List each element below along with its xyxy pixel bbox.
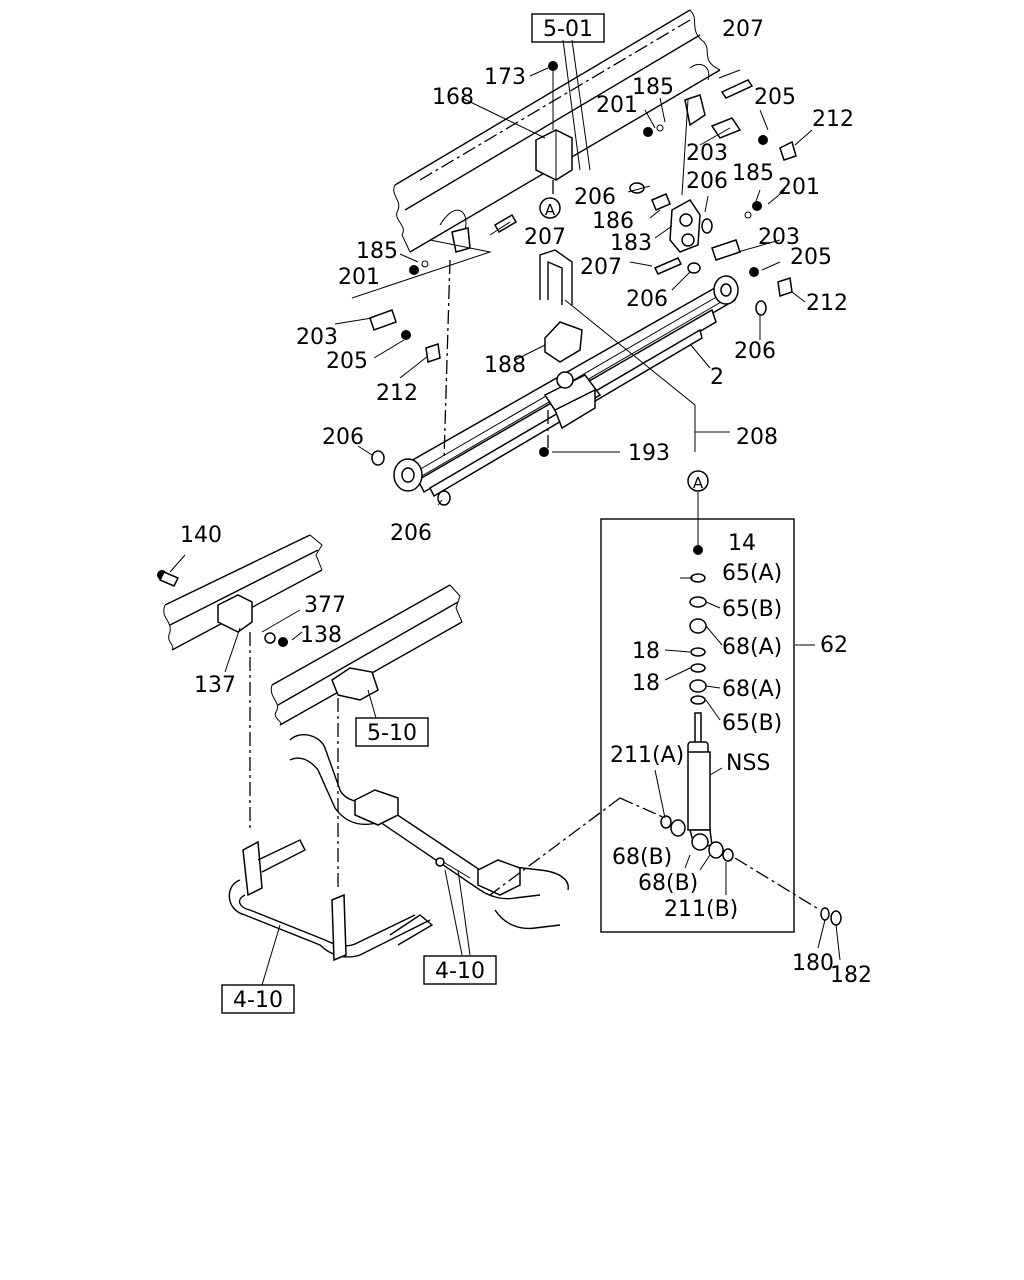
- label-185: 185: [632, 75, 674, 100]
- label-68b: 68(B): [638, 871, 698, 896]
- part-labels: 173 168 207 185 201 205 212 203 206 185 …: [180, 17, 872, 988]
- label-203: 203: [758, 225, 800, 250]
- front-hanger: [451, 227, 471, 253]
- label-212: 212: [812, 107, 854, 132]
- frame-rail-center: [270, 584, 463, 890]
- label-65b: 65(B): [722, 711, 782, 736]
- label-65a: 65(A): [722, 561, 782, 586]
- label-186: 186: [592, 209, 634, 234]
- label-183: 183: [610, 231, 652, 256]
- label-68a: 68(A): [722, 677, 782, 702]
- label-212: 212: [806, 291, 848, 316]
- shackle: [669, 199, 701, 253]
- label-185: 185: [732, 161, 774, 186]
- ref-box-4-10-left[interactable]: 4-10: [221, 984, 295, 1014]
- label-68a: 68(A): [722, 635, 782, 660]
- label-18: 18: [632, 671, 660, 696]
- label-205: 205: [790, 245, 832, 270]
- label-206: 206: [574, 185, 616, 210]
- label-62: 62: [820, 633, 848, 658]
- label-65b: 65(B): [722, 597, 782, 622]
- label-201: 201: [338, 265, 380, 290]
- label-205: 205: [754, 85, 796, 110]
- label-206: 206: [686, 169, 728, 194]
- svg-text:5-01: 5-01: [543, 17, 593, 42]
- leader-lines-top: [334, 39, 813, 506]
- label-207: 207: [580, 255, 622, 280]
- label-18: 18: [632, 639, 660, 664]
- label-140: 140: [180, 523, 222, 548]
- label-206: 206: [626, 287, 668, 312]
- label-207: 207: [722, 17, 764, 42]
- callout-a-box: A: [687, 470, 709, 492]
- label-137: 137: [194, 673, 236, 698]
- frame-rail-left: [157, 534, 323, 830]
- label-nss: NSS: [726, 751, 770, 776]
- leaf-spring: [393, 275, 739, 498]
- label-68b: 68(B): [612, 845, 672, 870]
- svg-text:4-10: 4-10: [233, 988, 283, 1013]
- label-211b: 211(B): [664, 897, 738, 922]
- label-185: 185: [356, 239, 398, 264]
- label-212: 212: [376, 381, 418, 406]
- label-188: 188: [484, 353, 526, 378]
- label-168: 168: [432, 85, 474, 110]
- label-208: 208: [736, 425, 778, 450]
- pad-188: [544, 321, 583, 363]
- label-206: 206: [734, 339, 776, 364]
- label-206: 206: [322, 425, 364, 450]
- label-211a: 211(A): [610, 743, 684, 768]
- bracket-168: [535, 61, 573, 181]
- label-207: 207: [524, 225, 566, 250]
- svg-text:A: A: [545, 201, 556, 219]
- callout-a-top: A: [539, 197, 561, 219]
- label-201: 201: [596, 93, 638, 118]
- label-182: 182: [830, 963, 872, 988]
- rear-hanger: [684, 94, 706, 127]
- label-180: 180: [792, 951, 834, 976]
- stabilizer-bar: [228, 839, 471, 986]
- ref-box-5-10[interactable]: 5-10: [355, 717, 429, 747]
- label-201: 201: [778, 175, 820, 200]
- label-14: 14: [728, 531, 756, 556]
- u-bolt: [539, 249, 573, 305]
- svg-text:4-10: 4-10: [435, 959, 485, 984]
- label-205: 205: [326, 349, 368, 374]
- ref-box-5-01[interactable]: 5-01: [531, 13, 605, 43]
- label-193: 193: [628, 441, 670, 466]
- label-2: 2: [710, 365, 724, 390]
- label-203: 203: [686, 141, 728, 166]
- ref-box-4-10-center[interactable]: 4-10: [423, 955, 497, 985]
- label-206: 206: [390, 521, 432, 546]
- svg-text:A: A: [693, 474, 704, 492]
- label-203: 203: [296, 325, 338, 350]
- label-138: 138: [300, 623, 342, 648]
- shock-absorber-assembly: [489, 492, 842, 961]
- label-173: 173: [484, 65, 526, 90]
- svg-text:5-10: 5-10: [367, 721, 417, 746]
- label-377: 377: [304, 593, 346, 618]
- front-axle: [289, 734, 569, 930]
